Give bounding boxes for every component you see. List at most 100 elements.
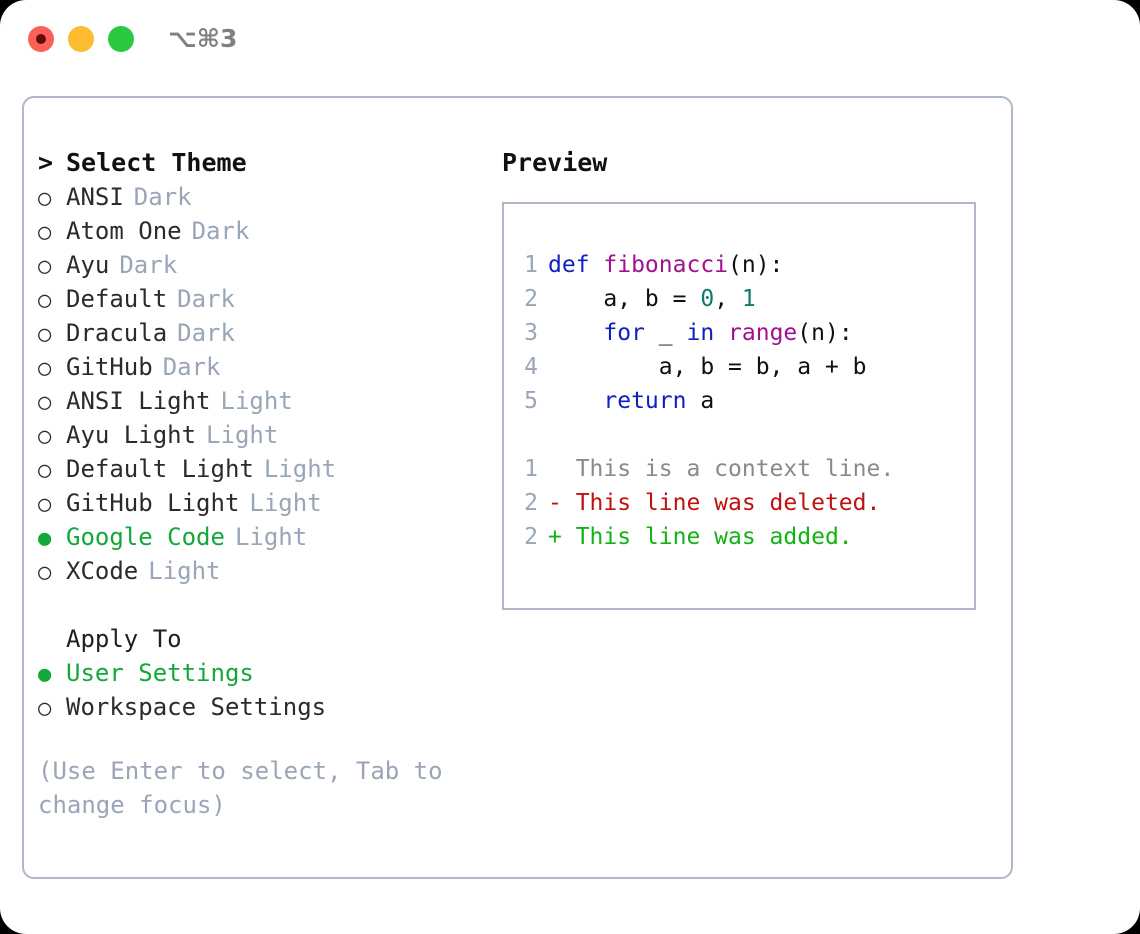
diff-line: 2 + This line was added.	[504, 520, 974, 554]
apply-to-option-workspace-settings[interactable]: ○ Workspace Settings	[38, 690, 488, 724]
line-number: 1	[524, 456, 538, 482]
theme-variant-tag: Light	[249, 489, 322, 517]
code-text: + This line was added.	[548, 520, 853, 554]
theme-option-label: Ayu Light	[66, 421, 197, 449]
theme-variant-tag: Light	[263, 455, 337, 483]
apply-to-header-indent: ○	[38, 624, 66, 658]
token-plain	[548, 320, 603, 346]
radio-unselected-icon[interactable]: ○	[38, 390, 52, 415]
code-text: def fibonacci(n):	[548, 248, 783, 282]
code-text: - This line was deleted.	[548, 486, 880, 520]
token-kw: return	[603, 388, 687, 414]
chevron-right-icon: >	[38, 148, 54, 177]
close-button[interactable]	[28, 26, 54, 52]
token-plain: ,	[714, 286, 742, 312]
radio-unselected-icon[interactable]: ○	[38, 696, 52, 721]
theme-variant-tag: Dark	[177, 285, 235, 313]
theme-option-label: Atom One	[66, 217, 182, 245]
radio-unselected-icon[interactable]: ○	[38, 356, 52, 381]
keyboard-hint: (Use Enter to select, Tab to change focu…	[38, 757, 458, 819]
token-fn: fibonacci	[603, 252, 729, 278]
token-num: 1	[741, 286, 756, 312]
theme-option-label: Default	[66, 285, 168, 313]
maximize-button[interactable]	[108, 26, 134, 52]
theme-variant-tag: Dark	[133, 183, 192, 211]
line-number: 3	[524, 320, 538, 346]
code-text: return a	[548, 384, 714, 418]
token-kw: in	[686, 320, 715, 346]
theme-variant-tag: Dark	[177, 319, 235, 347]
radio-unselected-icon[interactable]: ○	[38, 220, 52, 245]
line-number: 2	[524, 524, 538, 550]
line-number: 2	[524, 490, 538, 516]
radio-unselected-icon[interactable]: ○	[38, 254, 52, 279]
theme-option-ansi-light[interactable]: ○ ANSI Light Light	[38, 384, 488, 418]
token-plain	[714, 320, 728, 346]
theme-option-atom-one[interactable]: ○ Atom One Dark	[38, 214, 488, 248]
radio-unselected-icon[interactable]: ○	[38, 424, 52, 449]
token-fn: range	[728, 320, 798, 346]
theme-option-github[interactable]: ○ GitHub Dark	[38, 350, 488, 384]
theme-option-dracula[interactable]: ○ Dracula Dark	[38, 316, 488, 350]
apply-to-header: ○Apply To	[38, 622, 488, 656]
theme-option-default[interactable]: ○ Default Dark	[38, 282, 488, 316]
token-num: 0	[700, 286, 715, 312]
code-text: This is a context line.	[548, 452, 895, 486]
apply-to-option-label: Workspace Settings	[66, 693, 327, 721]
token-kw: def	[548, 252, 604, 278]
window-controls	[28, 26, 134, 52]
code-text: a, b = b, a + b	[548, 350, 867, 384]
theme-option-label: Dracula	[66, 319, 168, 347]
theme-variant-tag: Light	[220, 387, 293, 415]
radio-selected-icon[interactable]: ●	[38, 526, 52, 551]
code-text: a, b = 0, 1	[548, 282, 756, 316]
radio-unselected-icon[interactable]: ○	[38, 288, 52, 313]
preview-title: Preview	[502, 148, 608, 177]
theme-variant-tag: Dark	[191, 217, 250, 245]
list-spacer	[38, 588, 488, 622]
token-plain	[548, 388, 603, 414]
radio-unselected-icon[interactable]: ○	[38, 458, 52, 483]
token-plain: a, b = b, a + b	[548, 354, 867, 380]
code-line: 5 return a	[504, 384, 974, 418]
theme-variant-tag: Dark	[162, 353, 221, 381]
radio-unselected-icon[interactable]: ○	[38, 186, 52, 211]
theme-option-label: Google Code	[66, 523, 225, 551]
code-line: 2 a, b = 0, 1	[504, 282, 974, 316]
line-number: 4	[524, 354, 538, 380]
apply-to-list[interactable]: ○Apply To●User Settings○Workspace Settin…	[38, 622, 488, 724]
token-plain: (n):	[797, 320, 853, 346]
theme-list-header: >Select Theme	[38, 146, 488, 180]
minimize-button[interactable]	[68, 26, 94, 52]
token-plain: a	[686, 388, 715, 414]
line-number: 5	[524, 388, 538, 414]
title-bar: ⌥⌘3	[0, 0, 1140, 78]
code-line: 4 a, b = b, a + b	[504, 350, 974, 384]
radio-unselected-icon[interactable]: ○	[38, 560, 52, 585]
apply-to-option-user-settings[interactable]: ●User Settings	[38, 656, 488, 690]
token-add: + This line was added.	[548, 524, 853, 550]
radio-selected-icon[interactable]: ●	[38, 662, 52, 687]
theme-option-label: GitHub	[66, 353, 153, 381]
theme-option-label: XCode	[66, 557, 139, 585]
diff-line: 1 This is a context line.	[504, 452, 974, 486]
token-del: - This line was deleted.	[548, 490, 881, 516]
radio-unselected-icon[interactable]: ○	[38, 322, 52, 347]
keyboard-shortcut-label: ⌥⌘3	[168, 24, 238, 53]
theme-option-label: ANSI Light	[66, 387, 211, 415]
token-plain: a, b =	[548, 286, 701, 312]
radio-unselected-icon[interactable]: ○	[38, 492, 52, 517]
